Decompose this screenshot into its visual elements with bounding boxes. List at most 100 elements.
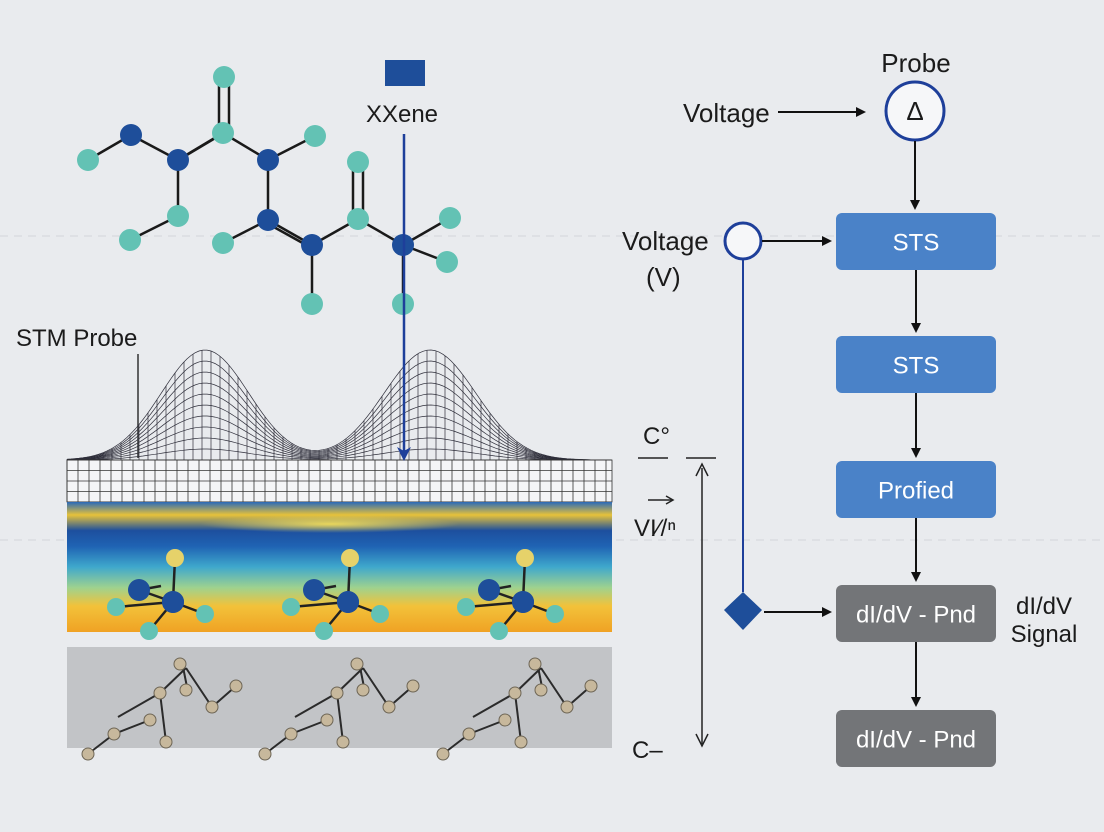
- atom-teal: [516, 549, 534, 567]
- atom-beige: [173, 657, 187, 671]
- atom-dark: [512, 591, 534, 613]
- signal-label-line2: Signal: [1011, 621, 1078, 648]
- atom-beige: [153, 686, 167, 700]
- atom-teal: [77, 149, 99, 171]
- atom-teal: [140, 622, 158, 640]
- atom-teal: [490, 622, 508, 640]
- atom-teal: [107, 598, 125, 616]
- atom-beige: [229, 679, 243, 693]
- signal-label-line1: dI/dV: [1016, 593, 1072, 620]
- mesh-contour: [66, 404, 611, 461]
- stm-probe-label: STM Probe: [16, 325, 137, 352]
- atom-teal: [282, 598, 300, 616]
- xxene-label: XXene: [366, 101, 438, 128]
- atom-teal: [212, 232, 234, 254]
- mesh-contour: [67, 448, 611, 461]
- mesh-contour: [67, 437, 611, 461]
- atom-beige: [514, 735, 528, 749]
- atom-teal: [439, 207, 461, 229]
- atom-teal: [371, 605, 389, 623]
- band-molecules: [107, 549, 564, 640]
- bond-line: [159, 692, 167, 743]
- flow-box: [836, 336, 996, 393]
- flow-box-label: dI/dV - Pnd: [856, 727, 976, 754]
- flow-box: [836, 213, 996, 270]
- xxene-marker: [385, 60, 425, 86]
- probe-label: Probe: [881, 48, 950, 78]
- bond-line: [185, 667, 213, 708]
- atom-dark: [167, 149, 189, 171]
- atom-teal: [436, 251, 458, 273]
- atom-teal: [341, 549, 359, 567]
- substrate-molecules: [81, 657, 598, 761]
- mesh-contour: [66, 349, 612, 461]
- atom-teal: [167, 205, 189, 227]
- probe-node: [884, 80, 946, 142]
- band-glow: [200, 515, 460, 533]
- atom-beige: [330, 686, 344, 700]
- atom-beige: [143, 713, 157, 727]
- mesh-contour: [66, 415, 611, 461]
- atom-dark: [257, 149, 279, 171]
- atom-beige: [382, 700, 396, 714]
- atom-beige: [258, 747, 272, 761]
- vector-arrow-head: [665, 495, 675, 505]
- atom-dark: [301, 234, 323, 256]
- bond-line: [540, 667, 568, 708]
- atom-teal: [166, 549, 184, 567]
- bond-line: [514, 692, 522, 743]
- c-range-arrow-down: [695, 733, 709, 748]
- flow-box: [836, 461, 996, 518]
- atom-beige: [356, 683, 370, 697]
- flow-box-label: dI/dV - Pnd: [856, 602, 976, 629]
- atom-beige: [205, 700, 219, 714]
- voltage-node: [723, 221, 763, 261]
- atom-beige: [320, 713, 334, 727]
- atom-beige: [560, 700, 574, 714]
- atom-beige: [81, 747, 95, 761]
- atom-teal: [347, 151, 369, 173]
- bond-line: [472, 692, 516, 718]
- atom-dark: [120, 124, 142, 146]
- atom-beige: [584, 679, 598, 693]
- atom-beige: [107, 727, 121, 741]
- c-top-label: C°: [643, 423, 670, 450]
- voltage-mid-unit: (V): [646, 262, 681, 292]
- voltage-top-label: Voltage: [683, 98, 770, 128]
- atom-dark: [337, 591, 359, 613]
- atom-dark: [257, 209, 279, 231]
- atom-dark: [303, 579, 325, 601]
- stm-mesh-surface: [66, 349, 612, 461]
- molecule-structure: [77, 66, 461, 315]
- atom-beige: [284, 727, 298, 741]
- probe-symbol: Δ: [906, 96, 923, 126]
- mesh-contour: [66, 360, 612, 461]
- atom-teal: [212, 122, 234, 144]
- atom-teal: [196, 605, 214, 623]
- flow-box: [836, 585, 996, 642]
- atom-teal: [315, 622, 333, 640]
- atom-teal: [304, 125, 326, 147]
- mesh-contour: [66, 382, 611, 461]
- atom-beige: [159, 735, 173, 749]
- voltage-diamond: [724, 592, 762, 630]
- c-bottom-label: C–: [632, 737, 663, 764]
- atom-beige: [350, 657, 364, 671]
- bond-line: [336, 692, 344, 743]
- flow-box-label: STS: [893, 230, 940, 257]
- atom-beige: [508, 686, 522, 700]
- c-range-arrow-up: [695, 462, 709, 477]
- atom-beige: [498, 713, 512, 727]
- vector-label: VI⁄/ⁿ: [634, 515, 676, 542]
- mesh-contour: [66, 426, 611, 461]
- mesh-contour: [66, 393, 611, 461]
- atom-dark: [162, 591, 184, 613]
- atom-teal: [347, 208, 369, 230]
- flow-box: [836, 710, 996, 767]
- atom-teal: [546, 605, 564, 623]
- atom-dark: [128, 579, 150, 601]
- bond-line: [362, 667, 390, 708]
